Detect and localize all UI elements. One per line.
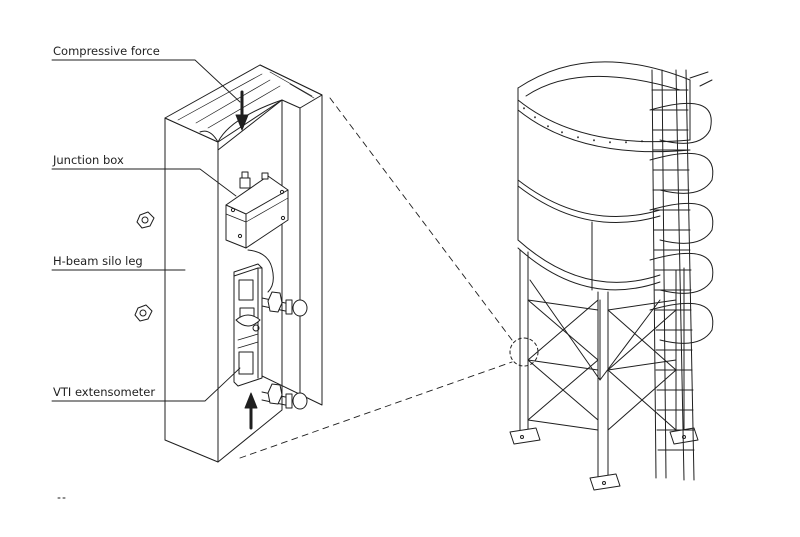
label-vti-extensometer: VTI extensometer [53, 385, 156, 399]
silo [509, 61, 714, 491]
compressive-force-arrow-top [235, 90, 249, 131]
nut-lower [134, 304, 153, 322]
detail-circle [509, 337, 539, 367]
mounting-bolt-lower [261, 383, 308, 410]
junction-box [225, 171, 289, 249]
label-compressive-force: Compressive force [53, 44, 160, 58]
leader-lines [51, 59, 241, 402]
sensor-cable [247, 249, 274, 293]
label-h-beam-silo-leg: H-beam silo leg [53, 254, 143, 268]
compressive-force-arrow-bottom [244, 392, 258, 430]
label-junction-box: Junction box [53, 153, 124, 167]
projection-lines [239, 97, 513, 459]
access-ladder [649, 69, 714, 481]
nut-upper [136, 211, 155, 229]
vti-extensometer [233, 263, 263, 387]
mounting-bolt-upper [261, 291, 308, 317]
